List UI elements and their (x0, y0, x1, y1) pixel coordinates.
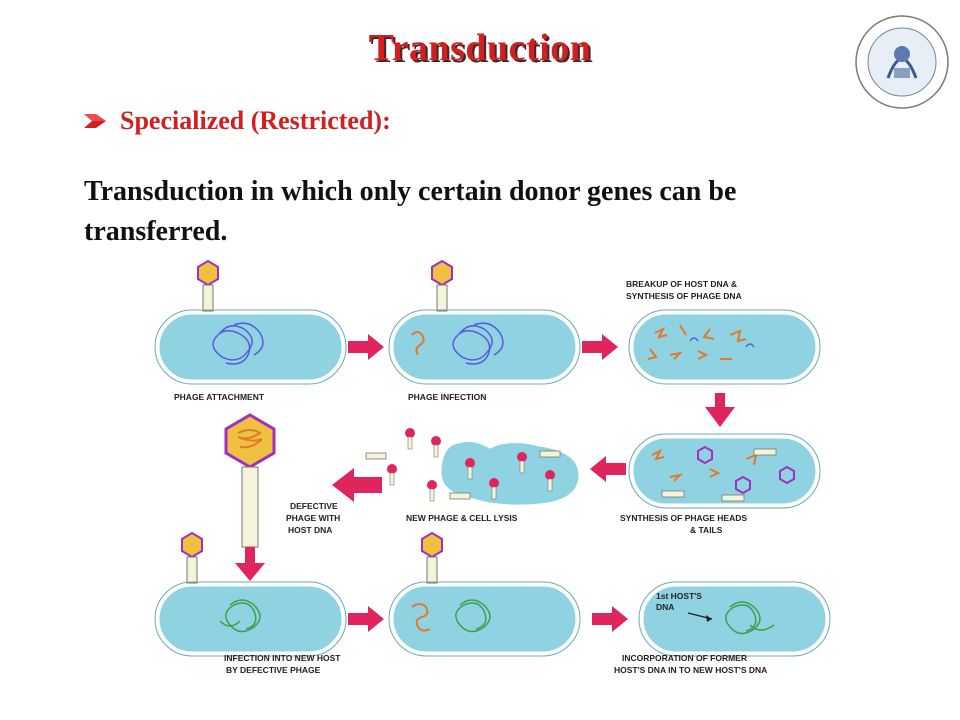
arrow-left-1 (590, 456, 626, 482)
arrow-down-1 (705, 393, 735, 427)
diagram-svg: PHAGE ATTACHMENT PHAGE INFECTION BREAKUP… (153, 260, 832, 675)
label-incorporation-1: INCORPORATION OF FORMER (622, 653, 747, 663)
cell-phage-infection (387, 260, 582, 386)
transduction-diagram: PHAGE ATTACHMENT PHAGE INFECTION BREAKUP… (150, 255, 850, 695)
label-lysis: NEW PHAGE & CELL LYSIS (406, 513, 518, 523)
cell-pre-incorporation (387, 532, 582, 658)
arrow-down-2 (235, 547, 265, 581)
cell-phage-attachment (153, 260, 348, 386)
label-infection-1: INFECTION INTO NEW HOST (224, 653, 341, 663)
label-hosts-dna-1: 1st HOST'S (656, 591, 702, 601)
label-breakup-2: SYNTHESIS OF PHAGE DNA (626, 291, 742, 301)
label-incorporation-2: HOST'S DNA IN TO NEW HOST'S DNA (614, 665, 767, 675)
cell-breakup (627, 308, 822, 386)
subtitle-row: Specialized (Restricted): (82, 106, 391, 136)
label-phage-attachment: PHAGE ATTACHMENT (174, 392, 265, 402)
label-defective-2: PHAGE WITH (286, 513, 340, 523)
bullet-arrow-icon (84, 114, 106, 128)
label-breakup-1: BREAKUP OF HOST DNA & (626, 279, 737, 289)
elearning-logo-icon (855, 15, 949, 109)
label-infection-2: BY DEFECTIVE PHAGE (226, 665, 321, 675)
slide-title: Transduction (368, 27, 592, 69)
subtitle-text: Specialized (Restricted): (120, 106, 391, 135)
defective-phage (224, 413, 276, 548)
definition-text: Transduction in which only certain donor… (84, 176, 737, 247)
label-phage-infection: PHAGE INFECTION (408, 392, 486, 402)
arrow-4 (592, 606, 628, 632)
label-defective-3: HOST DNA (288, 525, 332, 535)
arrow-3 (348, 606, 384, 632)
label-hosts-dna-2: DNA (656, 602, 674, 612)
label-synthesis-1: SYNTHESIS OF PHAGE HEADS (620, 513, 747, 523)
cell-lysis (365, 427, 582, 508)
cell-incorporation (637, 580, 832, 658)
arrow-1 (348, 334, 384, 360)
arrow-left-2 (332, 468, 382, 502)
cell-new-host (153, 532, 348, 658)
cell-synthesis (627, 432, 822, 510)
arrow-2 (582, 334, 618, 360)
label-synthesis-2: & TAILS (690, 525, 723, 535)
label-defective-1: DEFECTIVE (290, 501, 338, 511)
